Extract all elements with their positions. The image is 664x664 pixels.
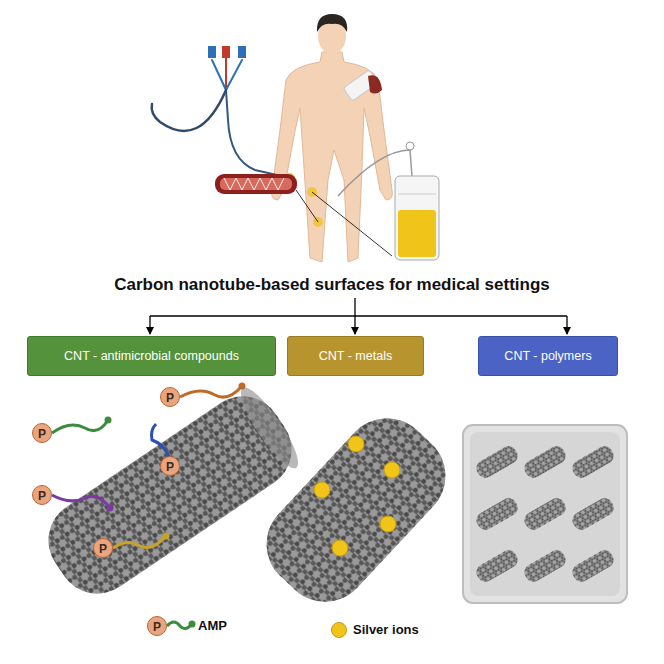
legend-text: Silver ions <box>353 622 419 637</box>
catheter <box>152 46 290 178</box>
box-label: CNT - antimicrobial compounds <box>64 349 239 363</box>
peptide-label: P <box>147 616 167 636</box>
amp-sample <box>167 621 196 629</box>
legend-text: AMP <box>198 618 227 633</box>
branch-lines <box>150 298 567 334</box>
category-box: CNT - antimicrobial compounds <box>27 336 276 376</box>
category-box: CNT - metals <box>287 336 424 376</box>
legend-swatch <box>331 622 347 638</box>
box-label: CNT - polymers <box>504 349 591 363</box>
peptide-label: P <box>160 387 180 407</box>
human-figure <box>272 14 393 262</box>
urinary-bag <box>312 142 439 260</box>
peptide-label: P <box>32 423 52 443</box>
diagram-title: Carbon nanotube-based surfaces for medic… <box>0 275 664 295</box>
peptide-label: P <box>32 485 52 505</box>
peptide-label: P <box>93 538 113 558</box>
box-label: CNT - metals <box>319 349 392 363</box>
stent <box>215 174 318 222</box>
nanotube-silver <box>248 400 463 620</box>
nanotube-amp <box>33 381 307 609</box>
peptide-label: P <box>160 456 180 476</box>
nanotube-polymer <box>463 425 627 603</box>
category-box: CNT - polymers <box>478 336 618 376</box>
